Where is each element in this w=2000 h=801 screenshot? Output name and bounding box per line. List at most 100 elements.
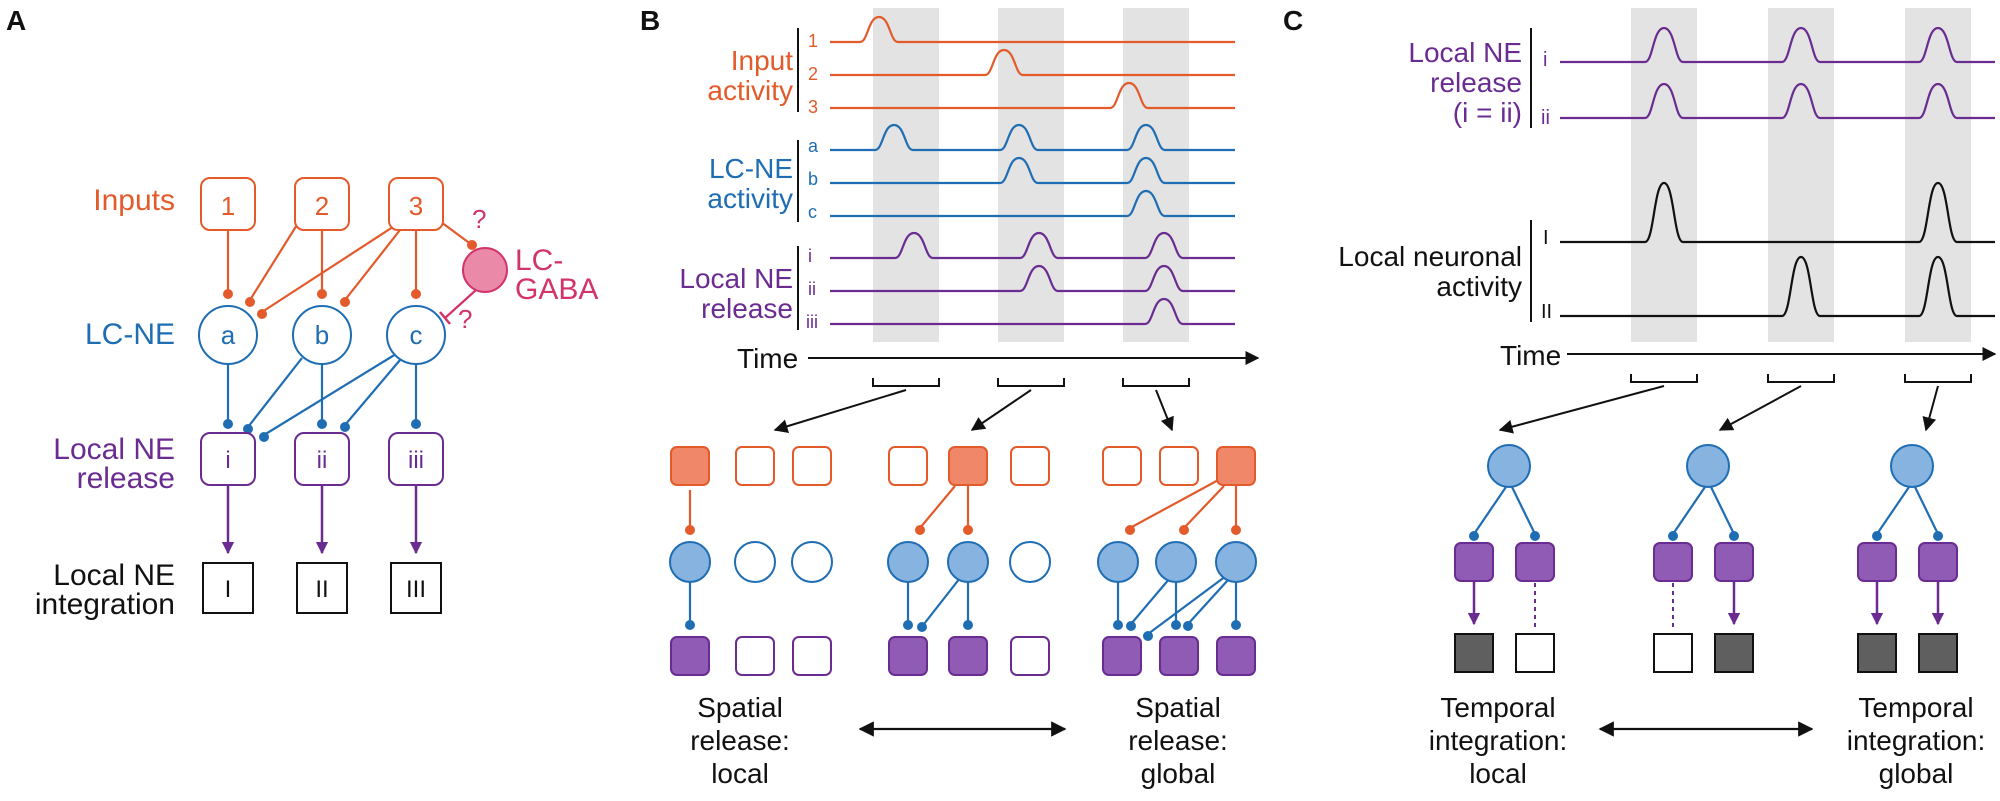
svg-text:ii: ii [317, 447, 328, 474]
panel-label-a: A [6, 5, 26, 36]
lcne-node-c: c [386, 305, 446, 365]
lcne-label: LC-NE [85, 318, 175, 351]
b-caption-right-2: release: [1128, 725, 1228, 756]
c-row-I: I [1543, 227, 1549, 249]
integration-node-1: I [202, 562, 254, 614]
lc-gaba-node [462, 247, 508, 293]
c-mini-tree-right [1857, 444, 1958, 673]
c-time-window-1 [1631, 8, 1697, 342]
gaba-question-bottom: ? [458, 304, 472, 334]
b-row-3: 3 [808, 97, 818, 117]
b-caption-right-3: global [1141, 758, 1216, 789]
c-caption-right-3: global [1879, 758, 1954, 789]
b-row-b: b [808, 169, 818, 189]
integration-node-3: III [390, 562, 442, 614]
release-arrows [221, 485, 423, 555]
b-time-label: Time [737, 343, 798, 374]
trace-lcne-a [830, 123, 1235, 152]
svg-text:II: II [315, 576, 328, 603]
release-node-ii: ii [294, 432, 350, 486]
trace-input-2 [830, 48, 1235, 77]
input-node-1: 1 [200, 177, 256, 231]
trace-lcne-c [830, 189, 1235, 218]
c-window-brackets [1630, 374, 1972, 383]
c-traces [1560, 26, 1995, 318]
b-row-i: i [808, 246, 812, 266]
release-node-i: i [200, 432, 256, 486]
panel-b: Input activity LC-NE activity Local NE r… [669, 8, 1260, 789]
input-node-2: 2 [294, 177, 350, 231]
trace-input-3 [830, 81, 1235, 110]
panel-label-c: C [1283, 5, 1303, 36]
c-trace-release-i [1560, 26, 1995, 64]
b-mini-net-local [669, 446, 833, 676]
c-release-label-line1: Local NE [1408, 37, 1522, 68]
trace-release-iii [830, 297, 1235, 326]
input-node-3: 3 [388, 177, 444, 231]
b-window-arrows [773, 389, 1174, 434]
c-trace-release-ii [1560, 82, 1995, 120]
input-connections [226, 219, 473, 313]
b-input-label-line2: activity [707, 75, 793, 106]
b-release-label-line1: Local NE [679, 263, 793, 294]
gaba-label-line2: GABA [515, 273, 598, 306]
b-window-brackets [872, 378, 1190, 387]
trace-lcne-b [830, 156, 1235, 185]
c-time-window-2 [1768, 8, 1834, 342]
gaba-label-line1: LC- [515, 244, 563, 277]
c-release-label-line2: release [1430, 67, 1522, 98]
svg-text:iii: iii [408, 447, 424, 474]
c-mini-tree-middle [1653, 444, 1754, 673]
lcne-node-b: b [292, 305, 352, 365]
c-trace-neuronal-I [1560, 181, 1995, 244]
c-caption-left-3: local [1469, 758, 1527, 789]
panel-label-b: B [640, 5, 660, 36]
c-row-i: i [1543, 49, 1547, 71]
b-caption-left-1: Spatial [697, 692, 783, 723]
b-row-2: 2 [808, 64, 818, 84]
svg-text:a: a [221, 320, 236, 350]
b-mini-net-global [1097, 446, 1257, 676]
c-caption-left-1: Temporal [1440, 692, 1555, 723]
b-row-ii: ii [808, 279, 816, 299]
gaba-inhibition-bar [439, 311, 451, 325]
b-release-label-line2: release [701, 293, 793, 324]
svg-text:I: I [225, 576, 232, 603]
svg-text:2: 2 [315, 191, 329, 221]
b-row-c: c [808, 202, 817, 222]
c-caption-left-2: integration: [1429, 725, 1568, 756]
c-release-label-line3: (i = ii) [1453, 97, 1522, 128]
panel-a: Inputs LC-NE Local NE release Local NE i… [35, 177, 598, 621]
svg-text:3: 3 [409, 191, 423, 221]
panel-c: Local NE release (i = ii) Local neuronal… [1338, 8, 1997, 789]
c-row-ii: ii [1541, 107, 1550, 129]
svg-text:1: 1 [221, 191, 235, 221]
c-neuronal-label-line1: Local neuronal [1338, 241, 1522, 272]
b-row-iii: iii [806, 312, 818, 332]
b-caption-left-2: release: [690, 725, 790, 756]
integration-label-line1: Local NE [53, 559, 175, 592]
c-mini-tree-left [1454, 444, 1555, 673]
lcne-node-a: a [198, 305, 258, 365]
trace-input-1 [830, 15, 1235, 44]
gaba-question-top: ? [472, 204, 486, 234]
input-synapses [223, 240, 477, 319]
svg-text:i: i [225, 447, 230, 474]
release-label-line2: release [77, 462, 175, 495]
b-row-a: a [808, 136, 819, 156]
lcne-connections [226, 353, 418, 436]
integration-label-line2: integration [35, 588, 175, 621]
release-node-iii: iii [388, 432, 444, 486]
b-lcne-label-line2: activity [707, 183, 793, 214]
trace-release-ii [830, 264, 1235, 293]
release-label-line1: Local NE [53, 433, 175, 466]
b-mini-net-middle [887, 446, 1051, 676]
time-window-1 [873, 8, 939, 342]
svg-text:b: b [315, 320, 329, 350]
c-neuronal-label-line2: activity [1436, 271, 1522, 302]
c-time-label: Time [1500, 340, 1561, 371]
lcne-synapses [223, 419, 421, 442]
b-caption-right-1: Spatial [1135, 692, 1221, 723]
b-input-label-line1: Input [731, 45, 793, 76]
